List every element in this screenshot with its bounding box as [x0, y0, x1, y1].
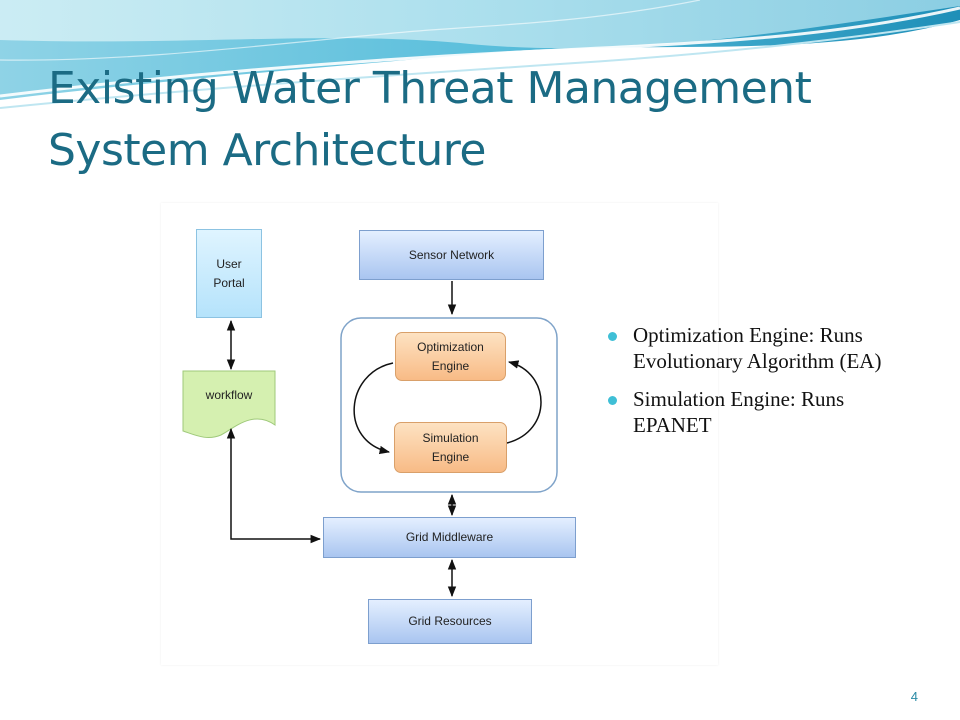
arrow-optimization-to-simulation: [353, 362, 394, 455]
arrow-workflow-middleware: [226, 427, 322, 544]
workflow-label: workflow: [205, 388, 253, 402]
sensor-network-node: Sensor Network: [359, 230, 544, 280]
user-portal-node: User Portal: [196, 229, 262, 318]
page-number: 4: [910, 689, 918, 704]
slide-title-line-2: System Architecture: [48, 125, 486, 176]
workflow-shape: [182, 370, 276, 438]
bullet-item-optimization: Optimization Engine: Runs Evolutionary A…: [608, 323, 908, 374]
slide-title-line-1: Existing Water Threat Management: [48, 63, 812, 114]
slide-title: Existing Water Threat Management System …: [48, 58, 938, 182]
arrow-simulation-to-optimization: [506, 360, 542, 444]
bullet-list: Optimization Engine: Runs Evolutionary A…: [608, 323, 908, 451]
grid-resources-label: Grid Resources: [408, 614, 492, 628]
sensor-network-label: Sensor Network: [408, 247, 495, 262]
bullet-item-simulation: Simulation Engine: Runs EPANET: [608, 387, 908, 438]
bullet-text-optimization: Optimization Engine: Runs Evolutionary A…: [633, 323, 882, 373]
header-wave-decoration: [0, 0, 960, 119]
grid-middleware-node: Grid Middleware: [323, 517, 576, 558]
grid-resources-node: Grid Resources: [368, 599, 532, 644]
bullet-icon: [608, 396, 617, 405]
optimization-engine-node: Optimization Engine: [395, 332, 506, 381]
user-portal-label: User Portal: [213, 256, 245, 290]
grid-middleware-label: Grid Middleware: [405, 530, 494, 544]
bullet-text-simulation: Simulation Engine: Runs EPANET: [633, 387, 845, 437]
simulation-engine-label: Simulation Engine: [422, 430, 479, 464]
architecture-diagram: User Portal Sensor Network Optimization …: [161, 203, 718, 665]
bullet-icon: [608, 332, 617, 341]
simulation-engine-node: Simulation Engine: [394, 422, 507, 473]
optimization-engine-label: Optimization Engine: [417, 339, 484, 373]
